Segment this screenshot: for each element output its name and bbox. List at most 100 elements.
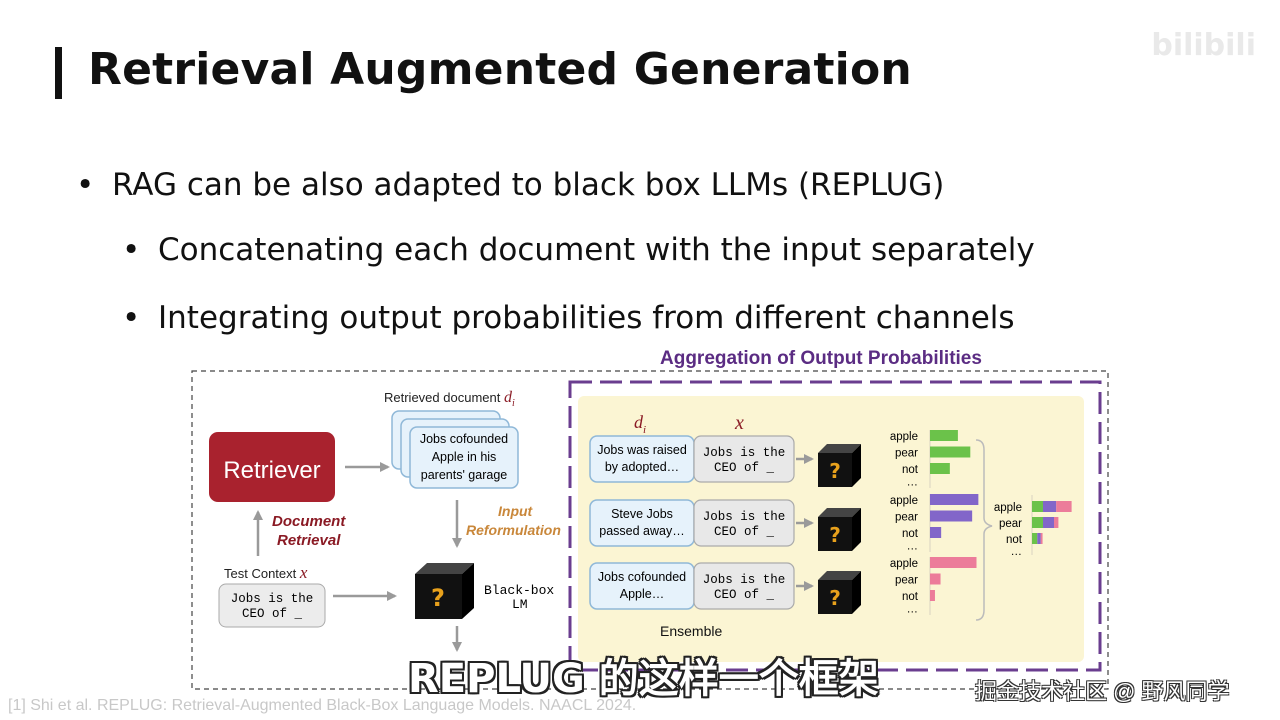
channel-query-text: CEO of _ (714, 588, 775, 602)
channel-doc-text: Jobs cofounded (598, 570, 686, 584)
ensemble-label: Ensemble (660, 623, 722, 639)
test-context-box (218, 583, 326, 628)
bilibili-logo: bilibili (1151, 28, 1256, 63)
blackbox-label-line1: Black-box (484, 583, 554, 598)
blackbox-label-line2: LM (512, 597, 528, 612)
retrieved-doc-line3: parents' garage (421, 468, 508, 482)
aggregation-title: Aggregation of Output Probabilities (660, 348, 982, 369)
bullet-dot: • (122, 232, 141, 268)
outer-dashed-frame (191, 370, 1109, 690)
input-reformulation-line2: Reformulation (466, 522, 561, 538)
aggregate-bar-segment (1032, 533, 1038, 544)
question-mark: ? (829, 523, 841, 547)
channel-ellipsis: … (907, 477, 919, 489)
aggregate-token-label: pear (999, 518, 1022, 530)
cube-top (818, 444, 861, 453)
retrieved-doc-front (409, 426, 519, 489)
question-mark: ? (829, 586, 841, 610)
cube-front (818, 580, 852, 614)
test-context-line1: Jobs is the (231, 592, 314, 606)
column-x-header: x (734, 412, 744, 434)
cube-side (852, 508, 861, 551)
channel-prob-bar (930, 463, 950, 474)
bullet-2-text: Concatenating each document with the inp… (158, 232, 1035, 268)
channel-query-box (693, 435, 795, 483)
aggregate-token-label: apple (994, 502, 1022, 514)
input-reformulation-line1: Input (498, 503, 534, 519)
channel-token-label: pear (895, 512, 918, 524)
slide-title: Retrieval Augmented Generation (88, 44, 912, 95)
channel-ellipsis: … (907, 541, 919, 553)
channel-token-label: not (902, 464, 919, 476)
channel-prob-bar (930, 494, 979, 505)
cube-top (818, 508, 861, 517)
channel-doc-text: Jobs was raised (597, 443, 687, 457)
bullet-3-text: Integrating output probabilities from di… (158, 300, 1015, 336)
document-retrieval-line1: Document (272, 513, 346, 530)
channel-query-text: Jobs is the (703, 510, 786, 524)
aggregate-ellipsis: … (1011, 546, 1023, 558)
question-mark: ? (431, 584, 445, 612)
channel-prob-bar (930, 590, 935, 601)
channel-prob-bar (930, 446, 971, 458)
channel-token-label: pear (895, 448, 918, 460)
test-context-label: Test Context x (224, 563, 308, 582)
aggregate-bar-segment (1054, 517, 1059, 528)
blackbox-cube-main: ? (415, 563, 474, 619)
video-subtitle: REPLUG 的这样一个框架 (408, 656, 879, 702)
aggregate-bar-segment (1032, 517, 1043, 528)
channel-token-label: not (902, 591, 919, 603)
channel-blackbox-cube: ? (818, 571, 861, 614)
channel-token-label: not (902, 528, 919, 540)
aggregate-bar-segment (1043, 501, 1057, 512)
citation: [1] Shi et al. REPLUG: Retrieval-Augment… (8, 697, 637, 714)
channel-blackbox-cube: ? (818, 444, 861, 487)
channel-prob-bar (930, 430, 958, 441)
document-retrieval-line2: Retrieval (277, 532, 341, 549)
retrieved-doc-line2: Apple in his (432, 450, 497, 464)
channel-query-box (693, 562, 795, 610)
aggregate-bar-segment (1043, 517, 1054, 528)
channel-token-label: apple (890, 495, 918, 507)
channel-query-text: Jobs is the (703, 573, 786, 587)
channel-token-label: apple (890, 558, 918, 570)
bullet-1-text: RAG can be also adapted to black box LLM… (112, 167, 945, 203)
bullet-dot: • (122, 300, 141, 336)
channel-token-label: apple (890, 431, 918, 443)
aggregate-bar-segment (1032, 501, 1043, 512)
bullet-3: • Integrating output probabilities from … (122, 300, 1015, 336)
aggregate-result: apple pear not… (994, 495, 1072, 558)
channel-ellipsis: … (907, 604, 919, 616)
retrieved-doc-line1: Jobs cofounded (420, 432, 508, 446)
aggregate-bar-segment (1037, 533, 1041, 544)
bullet-dot: • (76, 167, 95, 203)
aggregation-brace (975, 439, 993, 621)
watermark: 掘金技术社区 @ 野风同学 (975, 679, 1230, 704)
bullet-1: • RAG can be also adapted to black box L… (76, 167, 945, 203)
question-mark: ? (829, 459, 841, 483)
bullet-2: • Concatenating each document with the i… (122, 232, 1035, 268)
channel-query-box (693, 499, 795, 547)
aggregation-frame (568, 380, 1102, 672)
channel-query-text: Jobs is the (703, 446, 786, 460)
channel-blackbox-cube: ? (818, 508, 861, 551)
channel-token-label: pear (895, 575, 918, 587)
channel-doc-text: Apple… (620, 587, 664, 601)
channel-prob-bar (930, 557, 977, 568)
aggregate-bar-segment (1040, 533, 1043, 544)
cube-top (818, 571, 861, 580)
title-accent-bar (55, 47, 62, 99)
cube-side (852, 444, 861, 487)
test-context-line2: CEO of _ (242, 607, 303, 621)
channel-prob-bar (930, 573, 941, 585)
aggregate-token-label: not (1006, 534, 1023, 546)
channel-prob-bar (930, 527, 942, 538)
cube-front (818, 517, 852, 551)
channel-query-text: CEO of _ (714, 461, 775, 475)
column-doc-header: di (634, 412, 646, 436)
